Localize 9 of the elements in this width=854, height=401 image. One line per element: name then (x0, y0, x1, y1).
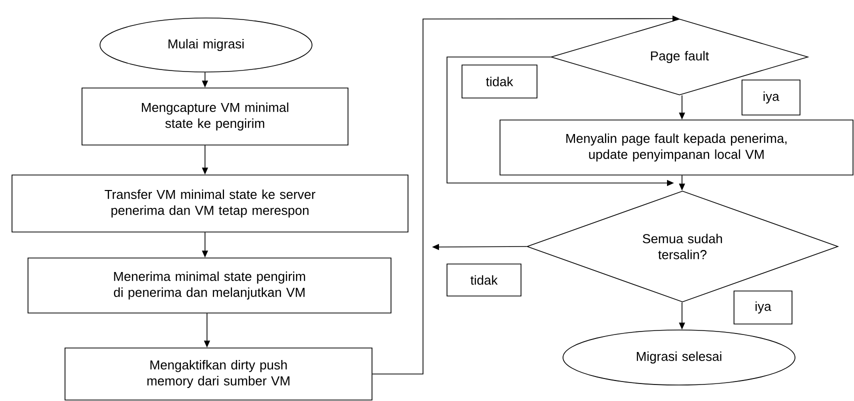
answer-label: tidak (446, 264, 522, 296)
answer-label: iya (742, 80, 800, 116)
process-box: Menyalin page fault kepada penerima, update penyimpanan local VM (500, 120, 854, 176)
process-box: Mengcapture VM minimal state ke pengirim (82, 88, 348, 146)
process-box: Menerima minimal state pengirim di penerima dan melanjutkan VM (28, 258, 392, 314)
process-box: Mengaktifkan dirty push memory dari sumber VM (64, 348, 372, 400)
answer-label: tidak (462, 64, 538, 98)
process-box: Transfer VM minimal state ke server penerima dan VM tetap merespon (12, 174, 408, 232)
answer-label: iya (734, 290, 792, 324)
